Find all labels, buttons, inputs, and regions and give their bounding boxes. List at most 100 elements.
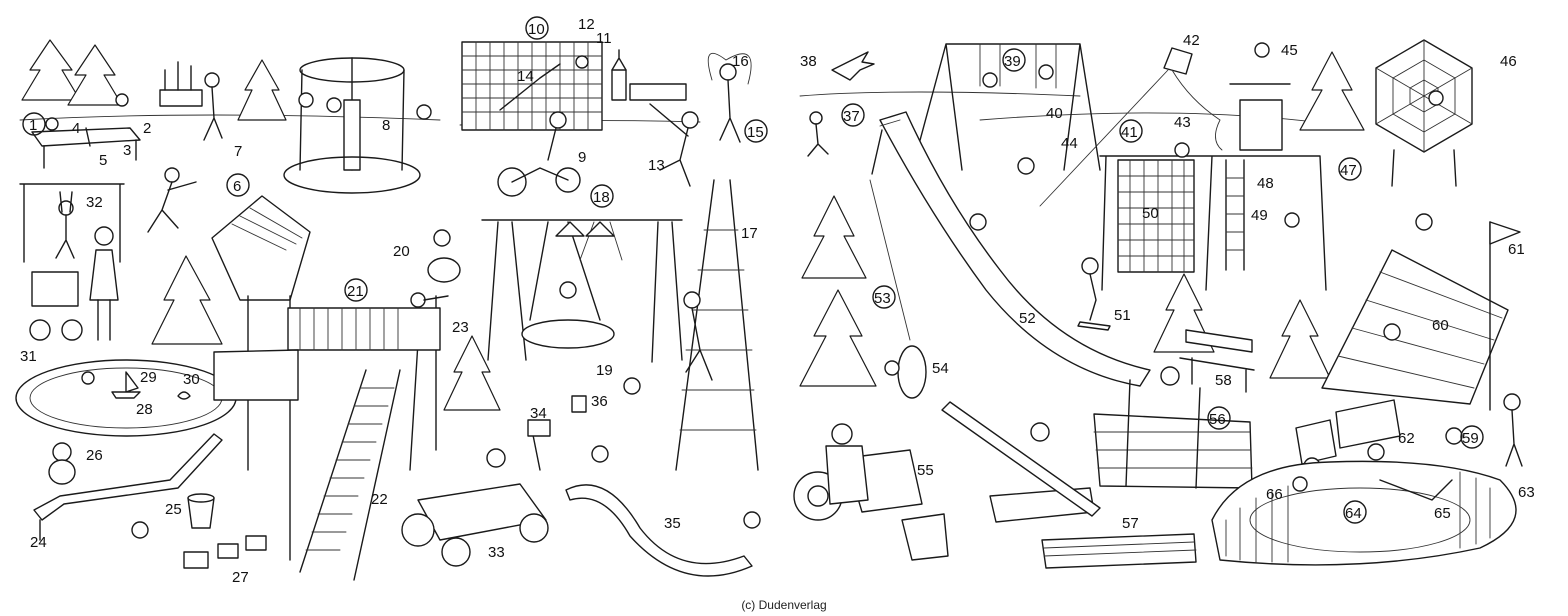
label-63: 63 [1518, 484, 1535, 501]
child-with-toy [1503, 393, 1523, 467]
label-35: 35 [664, 515, 681, 532]
label-48: 48 [1257, 175, 1274, 192]
label-44: 44 [1061, 135, 1078, 152]
label-55: 55 [917, 462, 934, 479]
label-32: 32 [86, 194, 103, 211]
skateboard-child [969, 157, 1111, 331]
swing-frame-right [911, 43, 1101, 171]
label-42: 42 [1183, 32, 1200, 49]
spider-net-climber [1375, 39, 1473, 187]
label-53: 53 [874, 290, 891, 307]
label-15: 15 [747, 124, 764, 141]
label-16: 16 [732, 53, 749, 70]
wave-rocker [565, 445, 761, 577]
label-1: 1 [29, 117, 37, 134]
label-34: 34 [530, 405, 547, 422]
model-aeroplane [831, 51, 875, 81]
skipping-child [707, 52, 752, 143]
label-59: 59 [1462, 430, 1479, 447]
label-22: 22 [371, 491, 388, 508]
paddling-pool [15, 359, 237, 437]
label-66: 66 [1266, 486, 1283, 503]
exercise-machine [1229, 42, 1291, 151]
label-29: 29 [140, 369, 157, 386]
right-panel [793, 39, 1523, 569]
label-12: 12 [578, 16, 595, 33]
horizontal-bar [19, 183, 125, 263]
label-10: 10 [528, 21, 545, 38]
label-38: 38 [800, 53, 817, 70]
kite [1039, 47, 1223, 207]
label-50: 50 [1142, 205, 1159, 222]
label-14: 14 [517, 68, 534, 85]
label-2: 2 [143, 120, 151, 137]
label-36: 36 [591, 393, 608, 410]
long-slide [871, 111, 1151, 387]
label-61: 61 [1508, 241, 1525, 258]
label-43: 43 [1174, 114, 1191, 131]
label-19: 19 [596, 362, 613, 379]
number-labels: 1 2 3 4 5 6 7 8 9 10 11 12 13 14 15 16 1… [20, 16, 1535, 586]
label-62: 62 [1398, 430, 1415, 447]
tricycle [497, 111, 581, 197]
village [611, 49, 687, 101]
label-3: 3 [123, 142, 131, 159]
label-64: 64 [1345, 505, 1362, 522]
go-kart [401, 419, 551, 567]
label-13: 13 [648, 157, 665, 174]
label-8: 8 [382, 117, 390, 134]
label-54: 54 [932, 360, 949, 377]
label-7: 7 [234, 143, 242, 160]
badminton-player [147, 72, 223, 233]
label-33: 33 [488, 544, 505, 561]
climbing-frame [675, 179, 759, 471]
trees-right [799, 51, 1365, 387]
label-6: 6 [233, 178, 241, 195]
space-hopper-child [427, 229, 461, 283]
teddy-bear [48, 442, 76, 485]
wooden-playhouse [941, 366, 1253, 569]
label-11: 11 [596, 30, 612, 47]
label-39: 39 [1004, 53, 1021, 70]
label-17: 17 [741, 225, 758, 242]
label-56: 56 [1209, 411, 1226, 428]
label-49: 49 [1251, 207, 1268, 224]
label-60: 60 [1432, 317, 1449, 334]
tyre-swing [869, 179, 927, 399]
label-18: 18 [593, 189, 610, 206]
label-65: 65 [1434, 505, 1451, 522]
climbing-net-frame [1099, 142, 1327, 291]
label-9: 9 [578, 149, 586, 166]
label-30: 30 [183, 371, 200, 388]
label-58: 58 [1215, 372, 1232, 389]
label-57: 57 [1122, 515, 1139, 532]
tree-group-topleft [21, 39, 287, 121]
bucket [187, 493, 215, 529]
label-21: 21 [347, 283, 364, 300]
label-37: 37 [843, 108, 860, 125]
callout-circles [22, 16, 1484, 524]
trees-middle-left [151, 255, 501, 411]
label-5: 5 [99, 152, 107, 169]
swing-frame-left [481, 219, 683, 363]
kicking-child [649, 103, 699, 187]
merry-go-round [283, 57, 432, 194]
label-24: 24 [30, 534, 47, 551]
label-41: 41 [1121, 124, 1138, 141]
label-25: 25 [165, 501, 182, 518]
label-4: 4 [72, 120, 80, 137]
tree-house [211, 195, 449, 581]
sandpit [1211, 427, 1517, 566]
table-tennis [31, 93, 141, 169]
toy-train [131, 521, 267, 569]
running-child [807, 111, 829, 157]
toy-tractor [793, 423, 949, 561]
label-52: 52 [1019, 310, 1036, 327]
label-20: 20 [393, 243, 410, 260]
football-goal [461, 41, 603, 131]
slide-small [33, 433, 223, 541]
label-23: 23 [452, 319, 469, 336]
small-robot-toy [571, 377, 641, 413]
label-40: 40 [1046, 105, 1063, 122]
